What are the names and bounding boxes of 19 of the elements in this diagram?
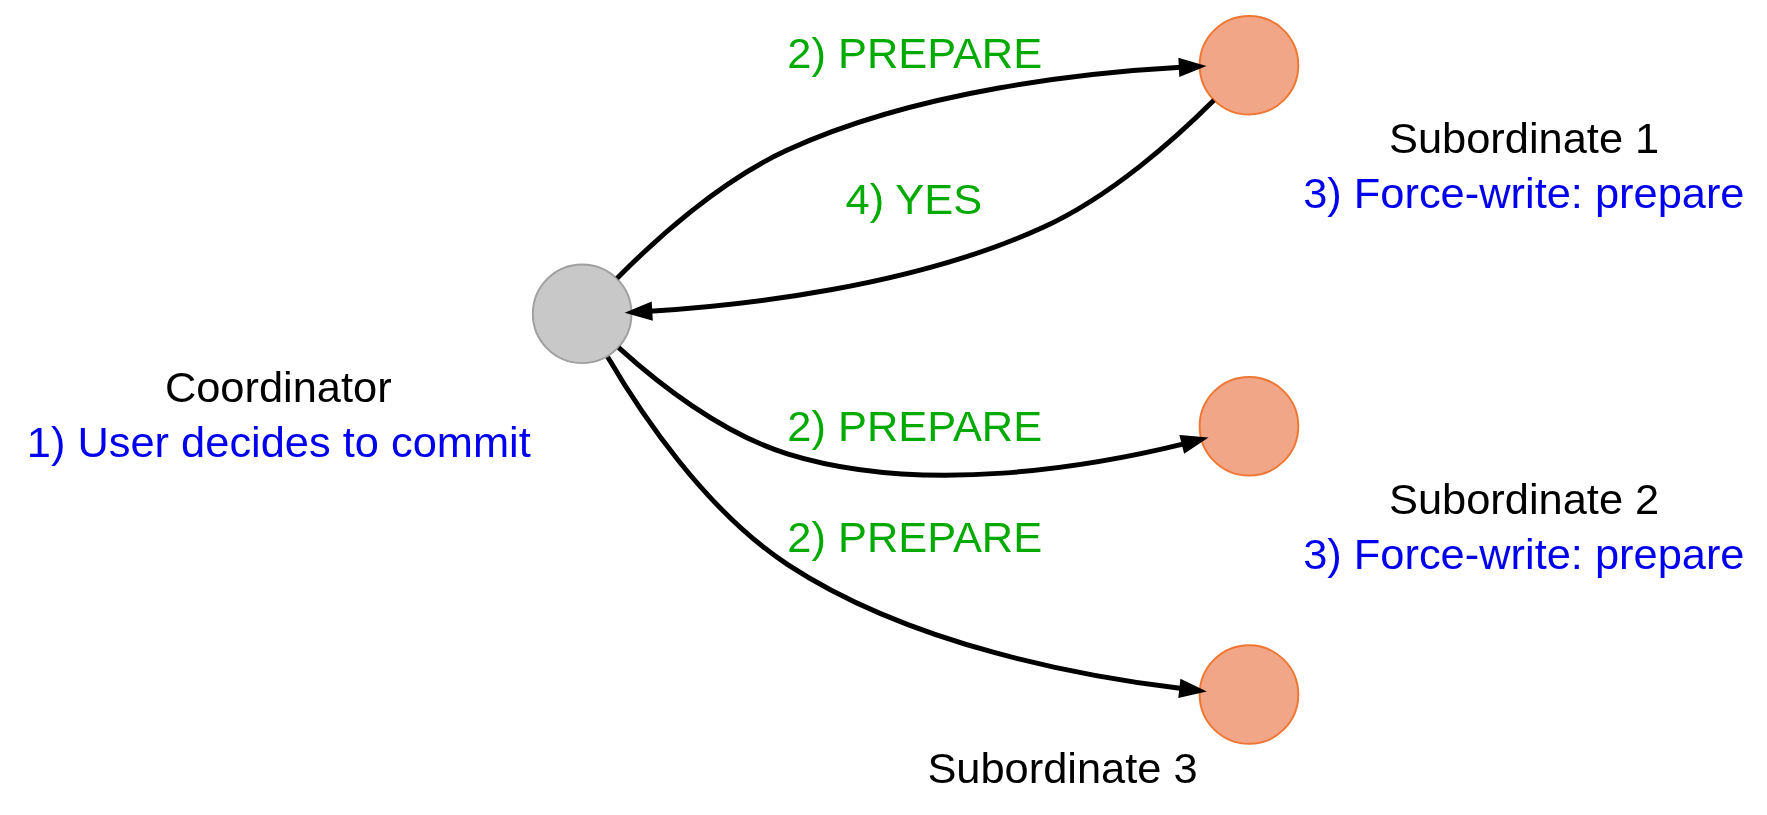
- node-circle: [531, 263, 632, 365]
- arrow: [624, 98, 1216, 321]
- node-label: Subordinate 1: [1388, 114, 1659, 163]
- edge-label: 2) PREPARE: [786, 29, 1042, 78]
- node-label: 1) User decides to commit: [26, 418, 531, 467]
- node-circle: [1198, 375, 1299, 477]
- node-label: Coordinator: [164, 362, 392, 411]
- arrow: [605, 355, 1207, 698]
- node-label: Subordinate 2: [1388, 475, 1659, 524]
- node-label: 3) Force-write: prepare: [1302, 169, 1744, 218]
- node-circle: [1198, 14, 1299, 116]
- edge-label: 4) YES: [845, 175, 982, 224]
- node-circle: [1198, 644, 1299, 745]
- arrow: [614, 57, 1206, 280]
- node-label: Subordinate 3: [926, 743, 1198, 792]
- arrow: [616, 345, 1209, 478]
- edge-label: 2) PREPARE: [786, 512, 1042, 561]
- edge-label: 2) PREPARE: [786, 402, 1042, 451]
- node-label: 3) Force-write: prepare: [1302, 530, 1744, 579]
